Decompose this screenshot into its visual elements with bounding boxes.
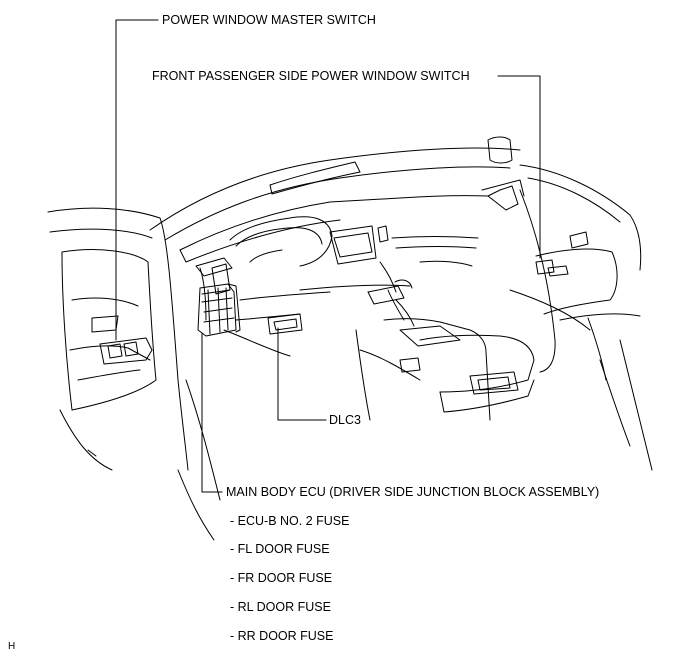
leader-main-body-ecu: [201, 333, 223, 493]
fuse-list-item: - FL DOOR FUSE: [230, 542, 330, 556]
driver-door-drawing: [47, 207, 189, 471]
front-passenger-switch-label: FRONT PASSENGER SIDE POWER WINDOW SWITCH: [152, 69, 470, 83]
dlc3-label: DLC3: [329, 413, 361, 427]
fuse-list-item: - FR DOOR FUSE: [230, 571, 333, 585]
leader-dlc3: [277, 327, 327, 421]
main-body-ecu-drawing: [197, 283, 241, 337]
passenger-door-drawing: [509, 164, 653, 471]
leader-power-window-master-switch: [115, 19, 159, 341]
dashboard-drawing: [149, 136, 525, 357]
main-body-ecu-label: MAIN BODY ECU (DRIVER SIDE JUNCTION BLOC…: [226, 485, 600, 499]
floor-drawing: [177, 329, 371, 541]
center-console-drawing: [359, 299, 535, 421]
figure-code: H: [8, 641, 16, 652]
fuse-list-item: - RL DOOR FUSE: [230, 600, 331, 614]
fuse-list-item: - RR DOOR FUSE: [230, 629, 334, 643]
leader-front-passenger-switch: [497, 75, 541, 259]
power-window-master-switch-label: POWER WINDOW MASTER SWITCH: [162, 13, 376, 27]
fuse-list-item: - ECU-B NO. 2 FUSE: [230, 514, 350, 528]
leader-lines: [115, 19, 541, 493]
